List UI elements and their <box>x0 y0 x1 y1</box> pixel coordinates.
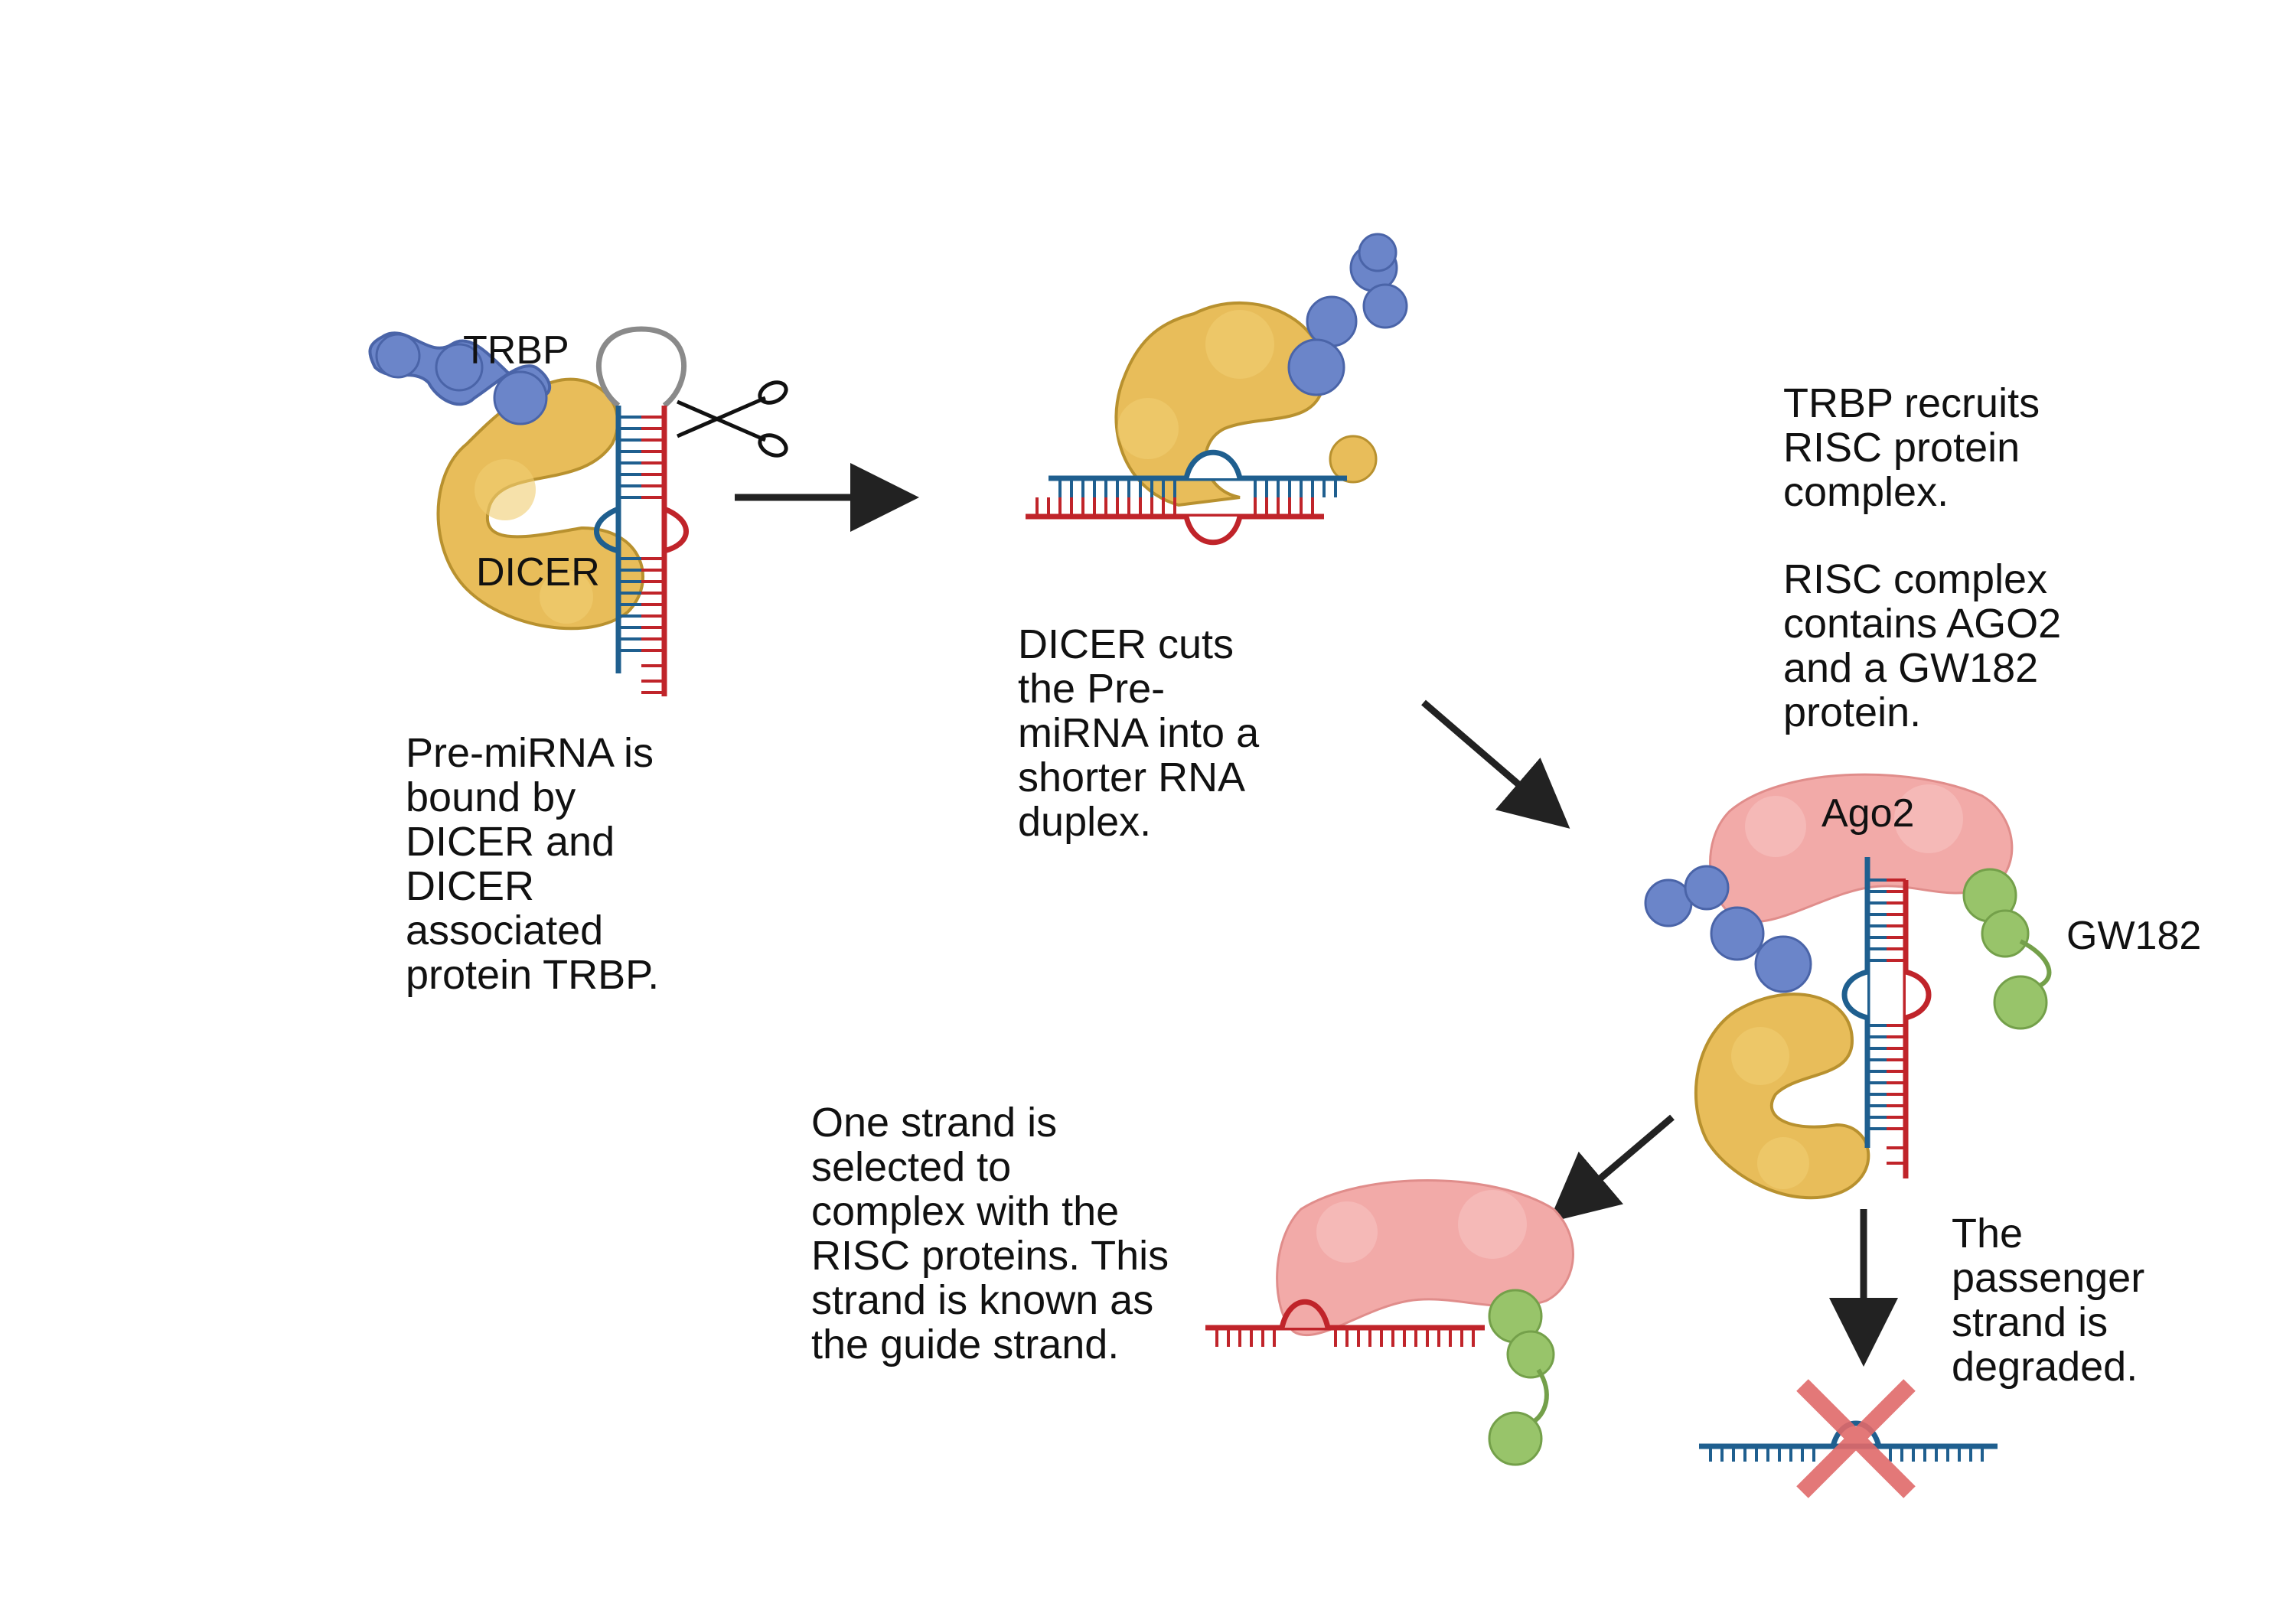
trbp-protein-2 <box>1287 233 1408 484</box>
cross-icon <box>1796 1379 1916 1498</box>
caption-step1: Pre-miRNA is bound by DICER and DICER as… <box>406 730 665 998</box>
step5-degraded <box>1699 1379 1998 1498</box>
scissors-icon <box>677 380 788 458</box>
gw182-label: GW182 <box>2066 914 2201 958</box>
caption-step3a: TRBP recruits RISC protein complex. <box>1783 380 2051 515</box>
gw182-protein-3 <box>1962 868 2052 1030</box>
guide-bulge <box>1279 1299 1331 1328</box>
trbp-protein-1 <box>368 331 551 425</box>
arrow-2 <box>1421 699 1570 829</box>
caption-step2: DICER cuts the Pre- miRNA into a shorter… <box>1018 621 1270 845</box>
bulge-blue-3 <box>1841 969 1869 1021</box>
bulge-red-2 <box>1183 516 1243 546</box>
dicer-protein-2 <box>1114 301 1326 507</box>
dicer-protein-1 <box>436 377 644 631</box>
base-pairs-1 <box>618 416 664 694</box>
caption-step3b: RISC complex contains AGO2 and a GW182 p… <box>1783 556 2073 735</box>
ago2-protein-3 <box>1709 773 2014 924</box>
hairpin-loop <box>595 326 687 408</box>
gw182-protein-4 <box>1488 1289 1555 1466</box>
bulge-red-1 <box>663 506 689 554</box>
arrow-3 <box>1548 1114 1675 1223</box>
dicer-protein-3 <box>1694 993 1870 1200</box>
step3-complex: Ago2 GW182 <box>1644 773 2201 1200</box>
trbp-protein-3 <box>1644 865 1812 993</box>
bulge-blue-1 <box>594 506 620 554</box>
step2-complex <box>1026 233 1408 546</box>
bulge-red-3 <box>1904 969 1932 1021</box>
trbp-label-1: TRBP <box>463 328 569 373</box>
ago2-label: Ago2 <box>1821 791 1914 836</box>
step1-complex: TRBP DICER <box>368 326 788 696</box>
dicer-label-1: DICER <box>476 550 600 595</box>
caption-step4: One strand is selected to complex with t… <box>811 1100 1180 1367</box>
bulge-blue-2 <box>1183 449 1243 479</box>
step4-complex <box>1205 1179 1574 1466</box>
caption-step5: The passenger strand is degraded. <box>1952 1211 2156 1390</box>
